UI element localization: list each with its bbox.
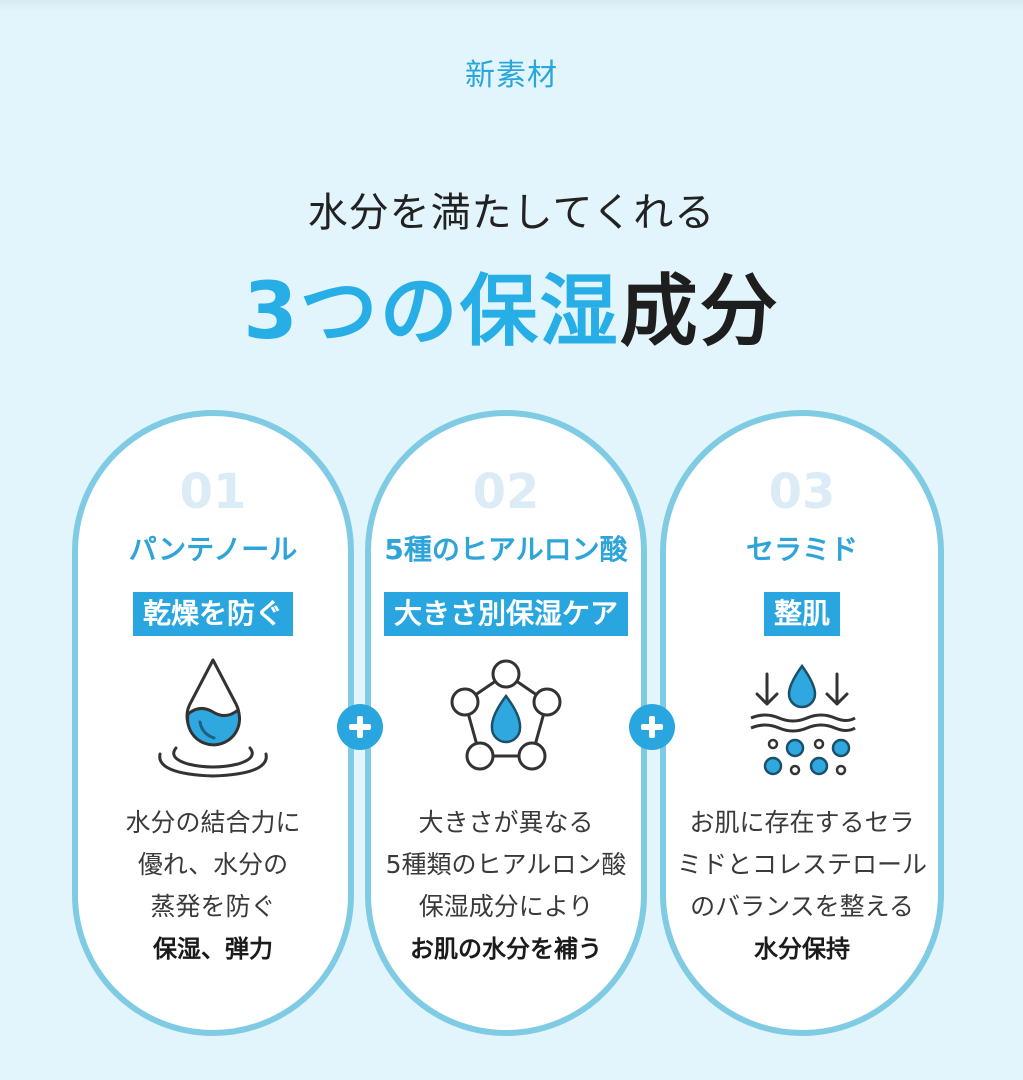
desc-highlight: お肌の水分を補う [410, 935, 602, 963]
top-shade [0, 0, 1023, 12]
benefit-badge: 乾燥を防ぐ [132, 592, 294, 636]
eyebrow-label: 新素材 [465, 58, 558, 93]
desc-line: 大きさが異なる [418, 808, 594, 837]
desc-line: 優れ、水分の [137, 850, 289, 879]
subtitle: 水分を満たしてくれる [307, 190, 716, 236]
desc-line: 保湿成分により [418, 892, 594, 921]
ingredient-name: 5種のヒアルロン酸 [384, 533, 628, 566]
card-number: 01 [179, 464, 247, 520]
desc-line: 5種類のヒアルロン酸 [385, 850, 627, 879]
desc-line: のバランスを整える [690, 892, 914, 921]
ingredient-description: 水分の結合力に 優れ、水分の 蒸発を防ぐ 保湿、弾力 [66, 802, 360, 970]
desc-line: 蒸発を防ぐ [150, 892, 276, 921]
ingredient-name: セラミド [745, 533, 858, 566]
headline-dark: 成分 [619, 267, 780, 357]
ingredient-card-3: 03 セラミド 整肌 お肌に存在するセラ ミドとコレステロール のバランスを整え… [660, 410, 944, 1036]
benefit-badge: 整肌 [763, 592, 841, 636]
benefit-badge: 大きさ別保湿ケア [383, 592, 629, 636]
water-drop-ripple-icon [148, 652, 278, 782]
ingredient-description: お肌に存在するセラ ミドとコレステロール のバランスを整える 水分保持 [654, 802, 950, 970]
skin-layer-drop-icon [737, 652, 867, 782]
ingredient-description: 大きさが異なる 5種類のヒアルロン酸 保湿成分により お肌の水分を補う [359, 802, 653, 970]
desc-line: ミドとコレステロール [676, 850, 927, 879]
plus-icon [629, 704, 675, 750]
card-number: 02 [472, 464, 540, 520]
headline-blue: 3つの保湿 [243, 267, 620, 357]
desc-line: 水分の結合力に [125, 808, 301, 837]
desc-line: お肌に存在するセラ [689, 808, 915, 837]
card-number: 03 [768, 464, 836, 520]
ingredient-card-2: 02 5種のヒアルロン酸 大きさ別保湿ケア 大きさが異なる 5種類のヒアルロン酸… [365, 410, 647, 1036]
desc-highlight: 保湿、弾力 [153, 935, 273, 963]
molecule-drop-icon [441, 652, 571, 782]
ingredient-name: パンテノール [128, 533, 298, 566]
desc-highlight: 水分保持 [754, 935, 850, 963]
ingredient-card-1: 01 パンテノール 乾燥を防ぐ 水分の結合力に 優れ、水分の 蒸発を防ぐ 保湿、… [72, 410, 354, 1036]
plus-icon [337, 704, 383, 750]
headline: 3つの保湿成分 [0, 262, 1023, 362]
